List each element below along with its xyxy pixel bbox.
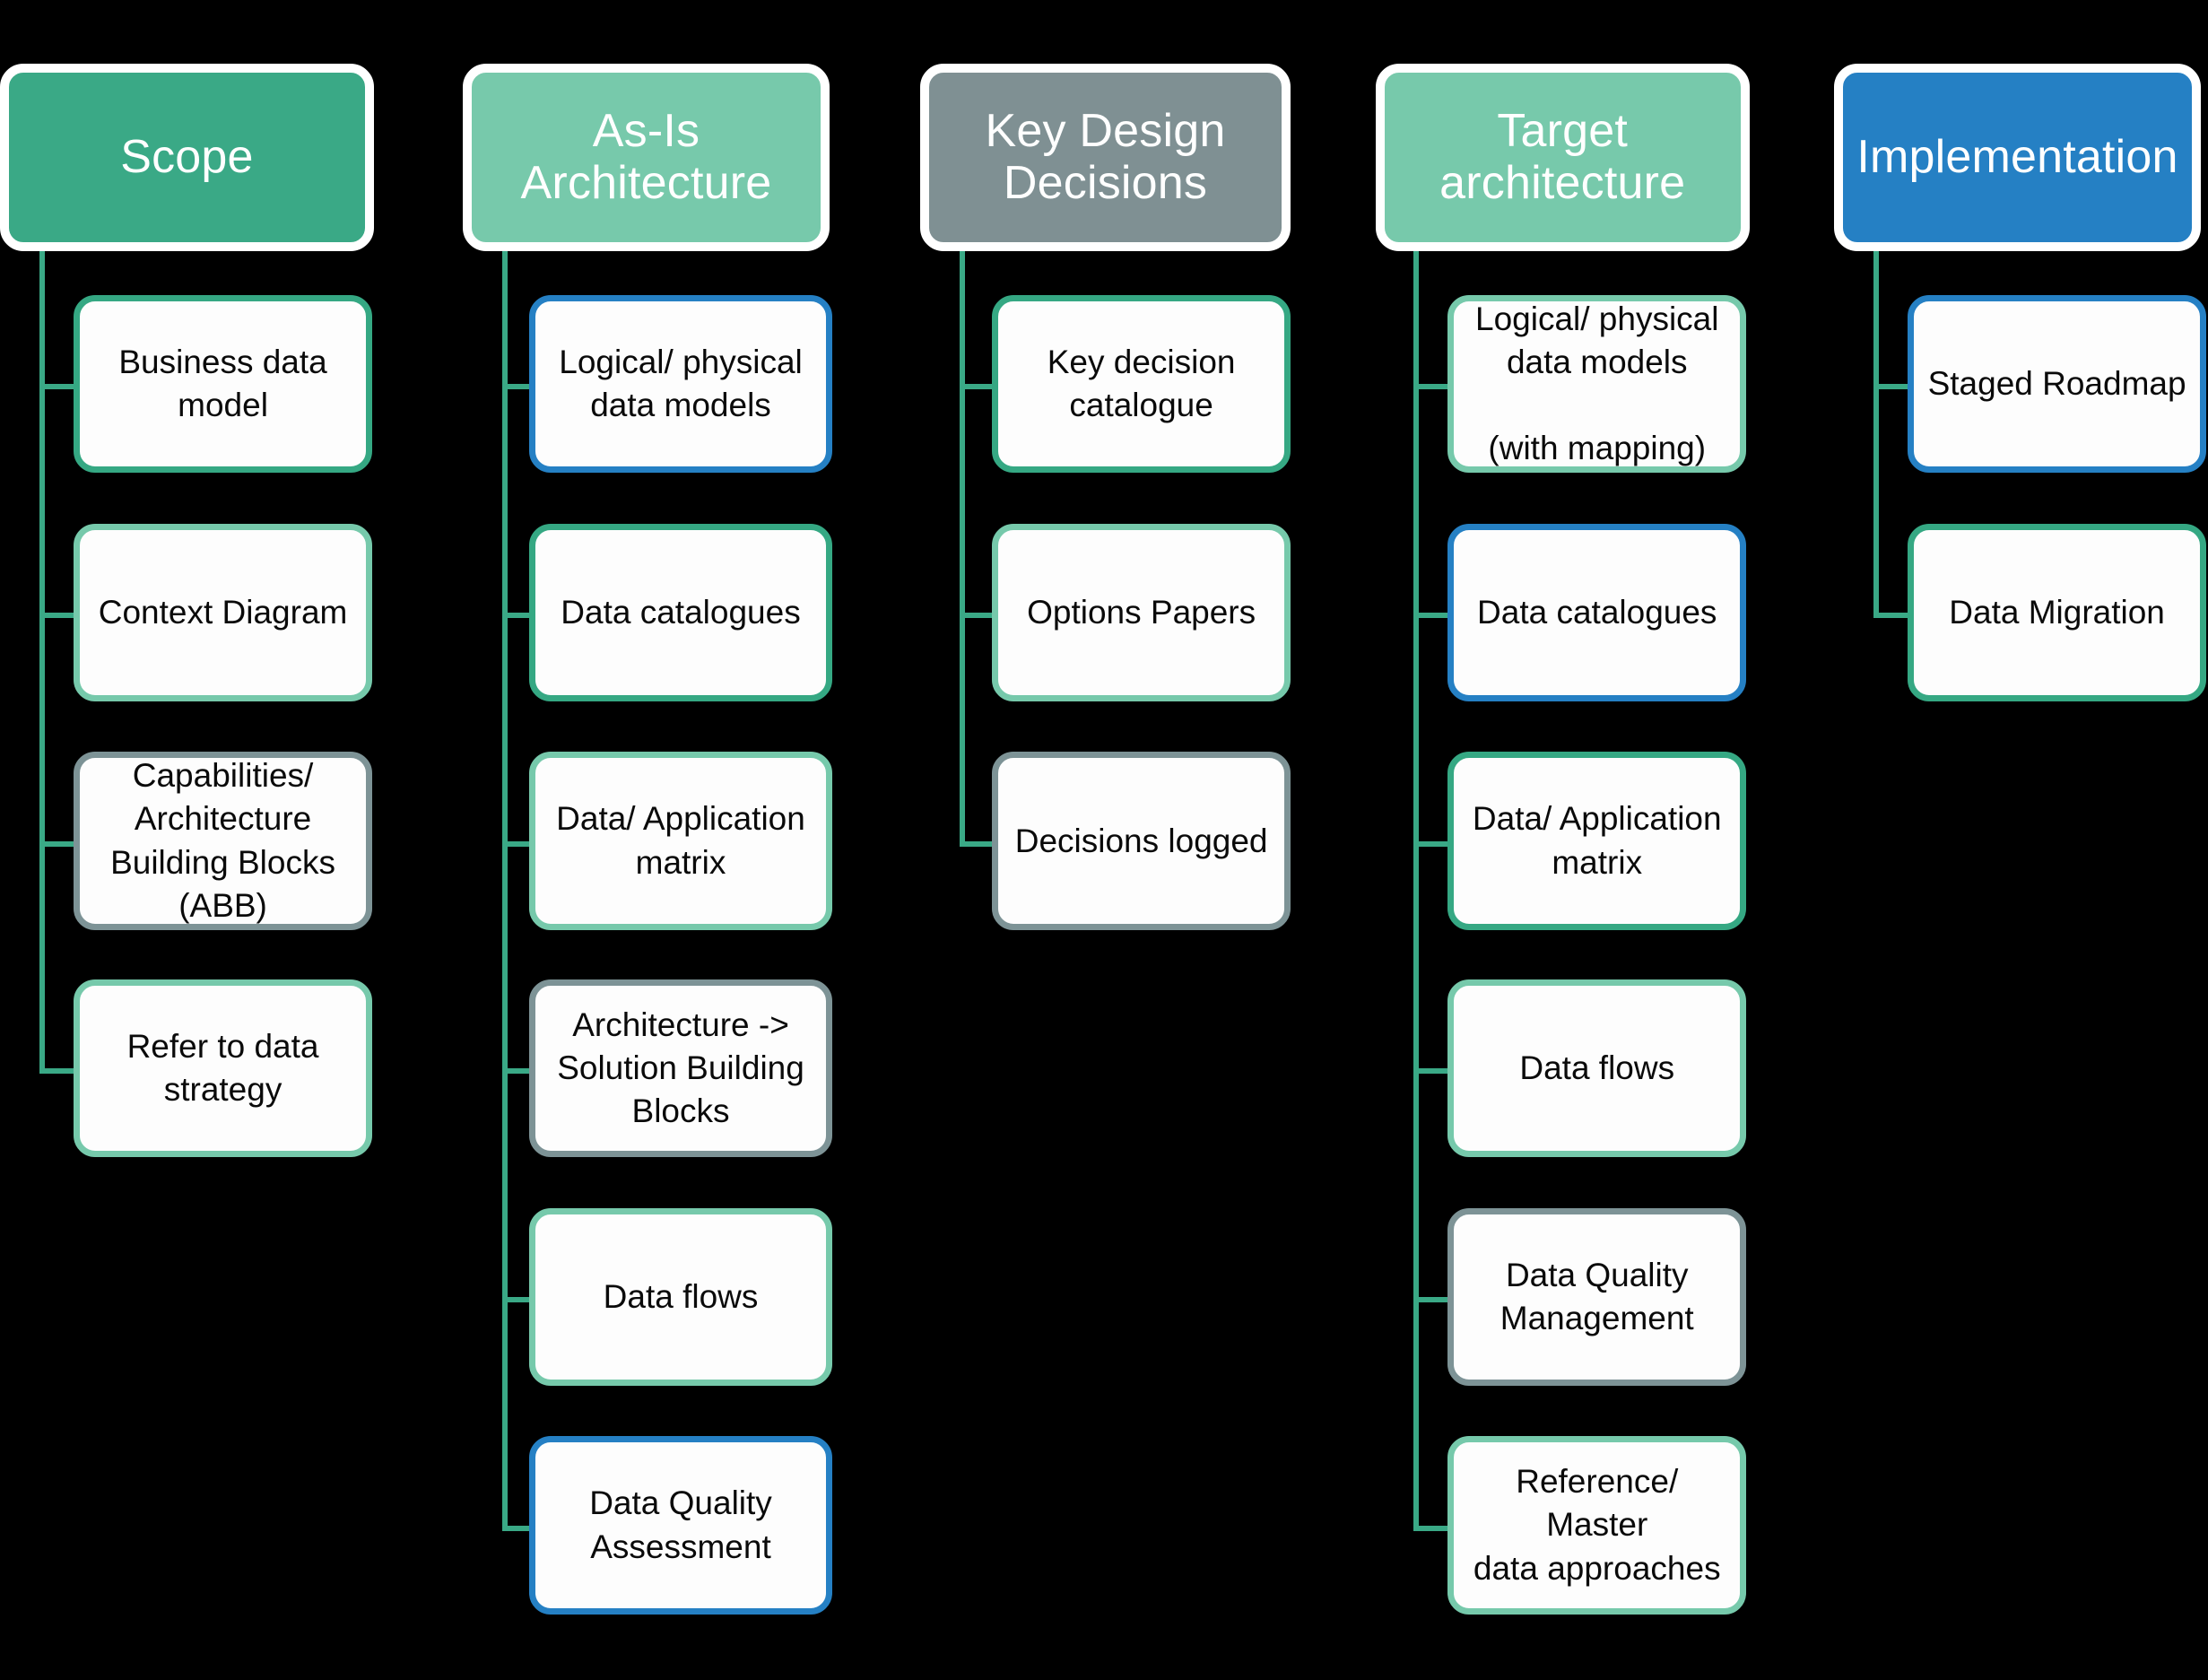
node-card[interactable]: Data catalogues bbox=[1447, 523, 1747, 701]
node-card[interactable]: Logical/ physical data models (with mapp… bbox=[1447, 294, 1747, 473]
connector-stub bbox=[959, 840, 998, 847]
node-card[interactable]: Data Quality Assessment bbox=[528, 1436, 833, 1615]
node-card[interactable]: Key decision catalogue bbox=[991, 294, 1291, 473]
node-label: Options Papers bbox=[1027, 593, 1256, 631]
node-card[interactable]: Capabilities/ Architecture Building Bloc… bbox=[73, 752, 373, 930]
node-label: Data Quality Assessment bbox=[589, 1484, 772, 1565]
connector-stub bbox=[959, 383, 998, 389]
node-card[interactable]: Logical/ physical data models bbox=[528, 294, 833, 473]
node-label: Decisions logged bbox=[1014, 822, 1268, 859]
node-label: Data/ Application matrix bbox=[1472, 800, 1722, 881]
node-card[interactable]: Data Quality Management bbox=[1447, 1207, 1747, 1386]
column-header-target-architecture[interactable]: Target architecture bbox=[1375, 63, 1750, 251]
connector-trunk-scope bbox=[39, 251, 46, 1068]
node-label: Data/ Application matrix bbox=[556, 800, 805, 881]
node-label: Key decision catalogue bbox=[1047, 343, 1236, 423]
connector-stub bbox=[39, 1067, 80, 1074]
node-label: Refer to data strategy bbox=[126, 1027, 319, 1108]
node-card[interactable]: Decisions logged bbox=[991, 752, 1291, 930]
connector-stub bbox=[502, 383, 535, 389]
node-card[interactable]: Architecture -> Solution Building Blocks bbox=[528, 979, 833, 1157]
connector-stub bbox=[502, 1525, 535, 1531]
node-label: Data flows bbox=[1519, 1049, 1675, 1086]
connector-stub bbox=[959, 612, 998, 618]
column-header-as-is-architecture[interactable]: As-Is Architecture bbox=[462, 63, 830, 251]
node-card[interactable]: Reference/ Master data approaches bbox=[1447, 1436, 1747, 1615]
node-label: Data Migration bbox=[1949, 593, 2165, 631]
node-label: Data Quality Management bbox=[1500, 1256, 1694, 1336]
node-card[interactable]: Staged Roadmap bbox=[1907, 294, 2207, 473]
node-label: Logical/ physical data models bbox=[559, 343, 803, 423]
node-label: Reference/ Master data approaches bbox=[1473, 1463, 1721, 1587]
column-header-label: Target architecture bbox=[1439, 105, 1686, 210]
node-label: Context Diagram bbox=[98, 593, 348, 631]
node-card[interactable]: Data/ Application matrix bbox=[528, 752, 833, 930]
node-card[interactable]: Data catalogues bbox=[528, 523, 833, 701]
node-card[interactable]: Data flows bbox=[528, 1207, 833, 1386]
connector-stub bbox=[39, 612, 80, 618]
node-card[interactable]: Data flows bbox=[1447, 979, 1747, 1157]
node-label: Data catalogues bbox=[561, 593, 801, 631]
column-header-scope[interactable]: Scope bbox=[0, 63, 374, 251]
column-header-label: Scope bbox=[120, 131, 254, 184]
column-header-label: Key Design Decisions bbox=[985, 105, 1226, 210]
connector-stub bbox=[39, 383, 80, 389]
connector-trunk-key-design-decisions bbox=[959, 251, 965, 841]
connector-stub bbox=[1413, 1296, 1454, 1302]
node-card[interactable]: Business data model bbox=[73, 294, 373, 473]
connector-trunk-as-is-architecture bbox=[502, 251, 509, 1526]
node-card[interactable]: Data/ Application matrix bbox=[1447, 752, 1747, 930]
connector-trunk-target-architecture bbox=[1413, 251, 1420, 1526]
column-header-implementation[interactable]: Implementation bbox=[1834, 63, 2202, 251]
node-card[interactable]: Context Diagram bbox=[73, 523, 373, 701]
connector-stub bbox=[1873, 612, 1914, 618]
node-label: Staged Roadmap bbox=[1927, 364, 2186, 402]
node-label: Data catalogues bbox=[1477, 593, 1717, 631]
node-label: Business data model bbox=[118, 343, 327, 423]
connector-stub bbox=[1873, 383, 1914, 389]
node-label: Architecture -> Solution Building Blocks bbox=[557, 1005, 804, 1129]
connector-trunk-implementation bbox=[1873, 251, 1880, 613]
connector-stub bbox=[502, 840, 535, 847]
connector-stub bbox=[1413, 840, 1454, 847]
connector-stub bbox=[1413, 1067, 1454, 1074]
connector-stub bbox=[502, 1067, 535, 1074]
node-card[interactable]: Options Papers bbox=[991, 523, 1291, 701]
node-label: Data flows bbox=[603, 1277, 759, 1315]
node-card[interactable]: Refer to data strategy bbox=[73, 979, 373, 1157]
connector-stub bbox=[1413, 383, 1454, 389]
node-label: Logical/ physical data models (with mapp… bbox=[1475, 300, 1719, 466]
column-header-key-design-decisions[interactable]: Key Design Decisions bbox=[919, 63, 1291, 251]
column-header-label: Implementation bbox=[1856, 131, 2178, 184]
column-header-label: As-Is Architecture bbox=[520, 105, 772, 210]
node-label: Capabilities/ Architecture Building Bloc… bbox=[110, 757, 335, 924]
node-card[interactable]: Data Migration bbox=[1907, 523, 2207, 701]
connector-stub bbox=[502, 612, 535, 618]
connector-stub bbox=[1413, 1525, 1454, 1531]
connector-stub bbox=[1413, 612, 1454, 618]
connector-stub bbox=[39, 840, 80, 847]
connector-stub bbox=[502, 1296, 535, 1302]
